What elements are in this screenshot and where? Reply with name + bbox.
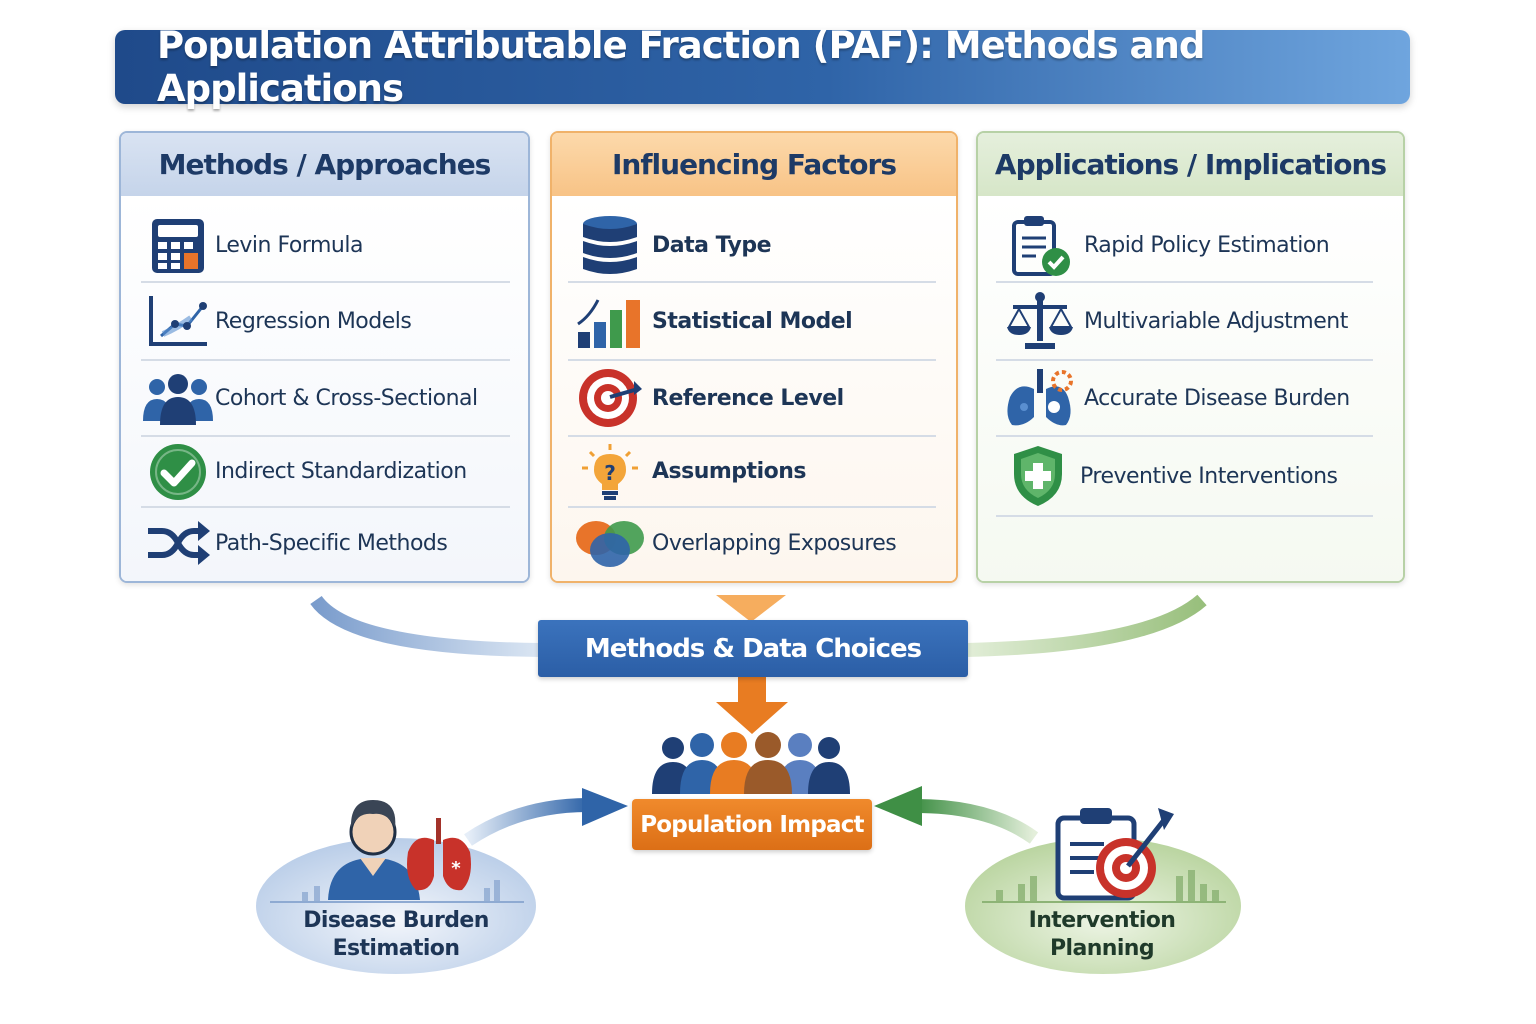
applications-panel: Applications / Implications Rapid Policy… xyxy=(976,131,1405,583)
intervention-planning-label: Intervention Planning xyxy=(982,907,1222,963)
list-item-label: Path-Specific Methods xyxy=(215,530,448,556)
list-item-label: Multivariable Adjustment xyxy=(1084,308,1348,334)
center-label: Methods & Data Choices xyxy=(584,633,922,664)
list-item: Preventive Interventions xyxy=(996,437,1373,517)
svg-text:?: ? xyxy=(604,461,616,485)
list-item-label: Statistical Model xyxy=(652,308,853,334)
population-impact-box: Population Impact xyxy=(632,799,872,850)
applications-heading: Applications / Implications xyxy=(978,133,1403,196)
bar-chart-icon xyxy=(568,289,652,353)
methods-heading: Methods / Approaches xyxy=(121,133,528,196)
impact-label: Population Impact xyxy=(640,811,864,838)
list-item-label: Assumptions xyxy=(652,459,806,484)
list-item: Reference Level xyxy=(568,361,936,437)
person-avatar-icon xyxy=(328,800,420,900)
database-icon xyxy=(568,214,652,278)
disease-burden-label: Disease Burden Estimation xyxy=(276,907,516,963)
list-item-label: Levin Formula xyxy=(215,233,363,258)
lungs-icon xyxy=(996,366,1084,430)
left-flow-arrow xyxy=(464,798,589,846)
methods-panel: Methods / Approaches Levin Formula Regre… xyxy=(119,131,530,583)
list-item-label: Overlapping Exposures xyxy=(652,530,897,556)
list-item-label: Rapid Policy Estimation xyxy=(1084,233,1330,258)
factors-panel: Influencing Factors Data Type Statistica… xyxy=(550,131,958,583)
crowd-icon xyxy=(652,732,850,794)
list-item: ? Assumptions xyxy=(568,437,936,508)
list-item: Path-Specific Methods xyxy=(141,508,510,578)
people-group-icon xyxy=(141,366,215,430)
top-orange-arrow xyxy=(716,595,786,622)
list-item: Levin Formula xyxy=(141,210,510,283)
trend-chart-icon xyxy=(141,289,215,353)
intervention-oval xyxy=(965,838,1241,974)
list-item: Multivariable Adjustment xyxy=(996,283,1373,361)
check-circle-icon xyxy=(141,440,215,504)
list-item: Indirect Standardization xyxy=(141,437,510,508)
clipboard-check-icon xyxy=(996,214,1084,278)
balance-scale-icon xyxy=(996,289,1084,353)
list-item-label: Cohort & Cross-Sectional xyxy=(215,385,478,411)
lightbulb-question-icon: ? xyxy=(568,440,652,504)
target-icon xyxy=(568,366,652,430)
list-item: Data Type xyxy=(568,210,936,283)
right-flow-arrowhead xyxy=(874,786,922,826)
right-arc xyxy=(965,594,1207,657)
right-flow-arrow xyxy=(915,799,1039,844)
disease-burden-line1: Disease Burden xyxy=(303,908,489,933)
title-banner: Population Attributable Fraction (PAF): … xyxy=(115,24,1410,110)
down-arrow-head xyxy=(716,702,788,734)
page-title: Population Attributable Fraction (PAF): … xyxy=(157,24,1205,110)
bar-decor-left xyxy=(302,880,500,902)
left-arc xyxy=(310,595,541,657)
factors-heading: Influencing Factors xyxy=(552,133,956,196)
left-flow-arrowhead xyxy=(582,788,628,826)
overlapping-circles-icon xyxy=(568,511,652,575)
methods-data-choices-box: Methods & Data Choices xyxy=(538,620,968,677)
list-item: Cohort & Cross-Sectional xyxy=(141,361,510,437)
shield-plus-icon xyxy=(996,444,1080,508)
list-item: Regression Models xyxy=(141,283,510,361)
list-item-label: Preventive Interventions xyxy=(1080,463,1338,489)
calculator-icon xyxy=(141,214,215,278)
list-item-label: Regression Models xyxy=(215,308,412,334)
list-item-label: Accurate Disease Burden xyxy=(1084,385,1350,411)
intervention-line2: Planning xyxy=(1050,936,1155,961)
list-item-label: Data Type xyxy=(652,233,772,258)
shuffle-arrows-icon xyxy=(141,511,215,575)
disease-burden-line2: Estimation xyxy=(332,936,460,961)
list-item: Rapid Policy Estimation xyxy=(996,210,1373,283)
list-item: Statistical Model xyxy=(568,283,936,361)
clipboard-target-icon xyxy=(1055,808,1174,901)
down-arrow-shaft xyxy=(738,677,766,703)
list-item: Overlapping Exposures xyxy=(568,508,936,578)
svg-text:*: * xyxy=(451,858,461,879)
intervention-line1: Intervention xyxy=(1028,908,1176,933)
list-item-label: Indirect Standardization xyxy=(215,459,467,484)
list-item: Accurate Disease Burden xyxy=(996,361,1373,437)
bar-decor-right xyxy=(996,870,1219,902)
list-item-label: Reference Level xyxy=(652,385,844,411)
lungs-red-icon: * xyxy=(407,818,471,891)
